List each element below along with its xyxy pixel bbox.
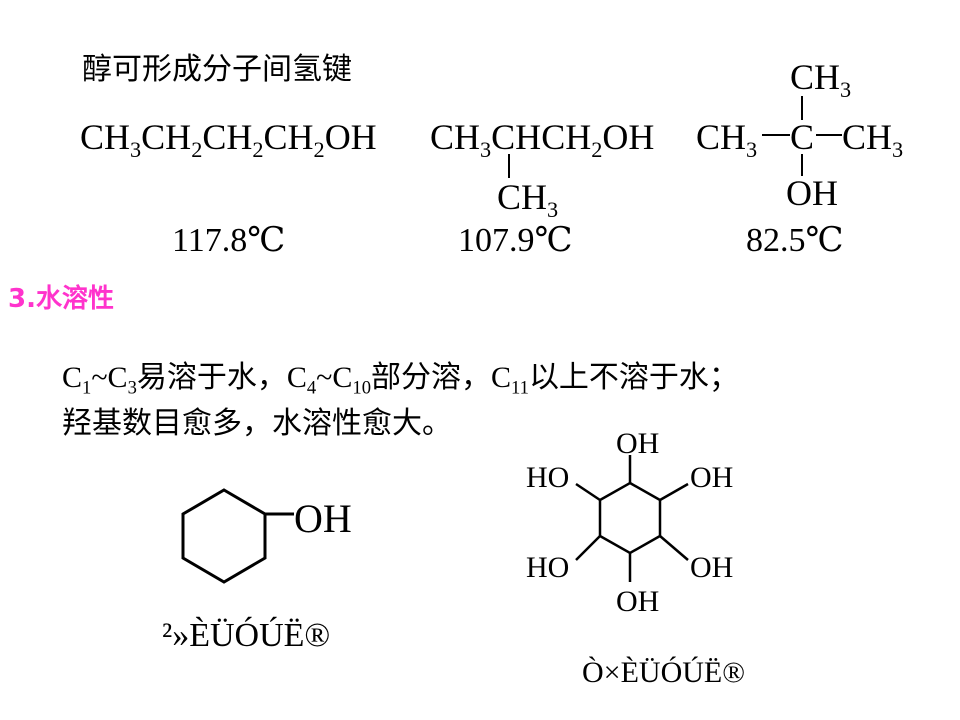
solubility-line-1: C1~C3易溶于水，C4~C10部分溶，C11以上不溶于水； <box>62 352 739 400</box>
formula-text: CH <box>790 57 841 97</box>
formula-text: C <box>286 361 307 394</box>
solubility-line-2: 羟基数目愈多，水溶性愈大。 <box>62 406 452 441</box>
boiling-point: 107.9℃ <box>458 222 573 259</box>
boiling-point: 117.8℃ <box>172 222 286 259</box>
cyclohexane-ring <box>181 488 267 584</box>
isobutanol-branch: CH3 <box>497 176 558 223</box>
formula-text: OH <box>602 117 655 157</box>
formula-subscript: 10 <box>352 377 372 399</box>
tbutanol-left: CH3 <box>696 116 757 163</box>
inositol-oh-upper-left: HO <box>526 461 569 494</box>
inositol-oh-lower-right: OH <box>690 551 733 584</box>
page-heading: 醇可形成分子间氢键 <box>82 52 352 87</box>
formula-text: OH <box>324 117 377 157</box>
butanol-formula: CH3CH2CH2CH2OH <box>80 116 377 163</box>
formula-subscript: 2 <box>591 136 603 162</box>
tbutanol-top: CH3 <box>790 56 851 103</box>
formula-text: ~C <box>316 361 353 394</box>
body-text: 以上不溶于水； <box>528 360 739 395</box>
section-heading: 3.水溶性 <box>8 284 114 314</box>
inositol-oh-lower-left: HO <box>526 551 569 584</box>
oh-bond <box>575 535 601 561</box>
formula-text: CH <box>696 117 747 157</box>
formula-subscript: 2 <box>313 136 325 162</box>
formula-subscript: 4 <box>306 377 317 399</box>
formula-text: CH <box>430 117 481 157</box>
oh-bond <box>659 535 689 561</box>
tbutanol-center: C <box>790 117 815 157</box>
cyclohexanol-caption: ²»ÈÜÓÚË® <box>162 616 330 654</box>
branch-bond <box>508 154 510 178</box>
formula-subscript: 1 <box>82 377 92 399</box>
formula-subscript: 2 <box>191 136 203 162</box>
inositol-ring <box>598 481 662 555</box>
formula-subscript: 3 <box>840 76 852 102</box>
formula-subscript: 11 <box>511 377 529 399</box>
formula-text: CH <box>842 117 893 157</box>
formula-subscript: 3 <box>480 136 492 162</box>
formula-subscript: 3 <box>746 136 758 162</box>
formula-subscript: 3 <box>130 136 142 162</box>
formula-subscript: 3 <box>547 196 559 222</box>
formula-text: C <box>491 361 512 394</box>
inositol-oh-bottom: OH <box>616 585 659 618</box>
left-bond <box>762 134 790 136</box>
formula-text: CH <box>263 117 314 157</box>
formula-text: CH <box>202 117 253 157</box>
formula-subscript: 3 <box>127 377 137 399</box>
formula-text: CH <box>141 117 192 157</box>
formula-text: CH <box>80 117 131 157</box>
isobutanol-formula: CH3CHCH2OH <box>430 116 654 163</box>
boiling-point: 82.5℃ <box>746 222 844 259</box>
formula-subscript: 3 <box>892 136 904 162</box>
inositol-oh-upper-right: OH <box>690 461 733 494</box>
formula-text: CH <box>497 177 548 217</box>
body-text: 易溶于水， <box>136 360 287 395</box>
oh-bond <box>575 482 601 502</box>
formula-text: CH <box>541 117 592 157</box>
right-bond <box>816 134 842 136</box>
cyclohexanol-oh: OH <box>294 496 352 541</box>
formula-subscript: 2 <box>252 136 264 162</box>
formula-text: C <box>62 361 83 394</box>
inositol-oh-top: OH <box>616 427 659 460</box>
tbutanol-right: CH3 <box>842 116 903 163</box>
formula-text: ~C <box>91 361 128 394</box>
formula-text: CH <box>491 117 542 157</box>
bottom-bond <box>801 154 803 176</box>
oh-bond <box>659 482 689 502</box>
body-text: 部分溶， <box>371 360 492 395</box>
tbutanol-bottom: OH <box>786 173 838 213</box>
inositol-caption: Ò×ÈÜÓÚË® <box>582 656 745 689</box>
top-bond <box>801 96 803 120</box>
